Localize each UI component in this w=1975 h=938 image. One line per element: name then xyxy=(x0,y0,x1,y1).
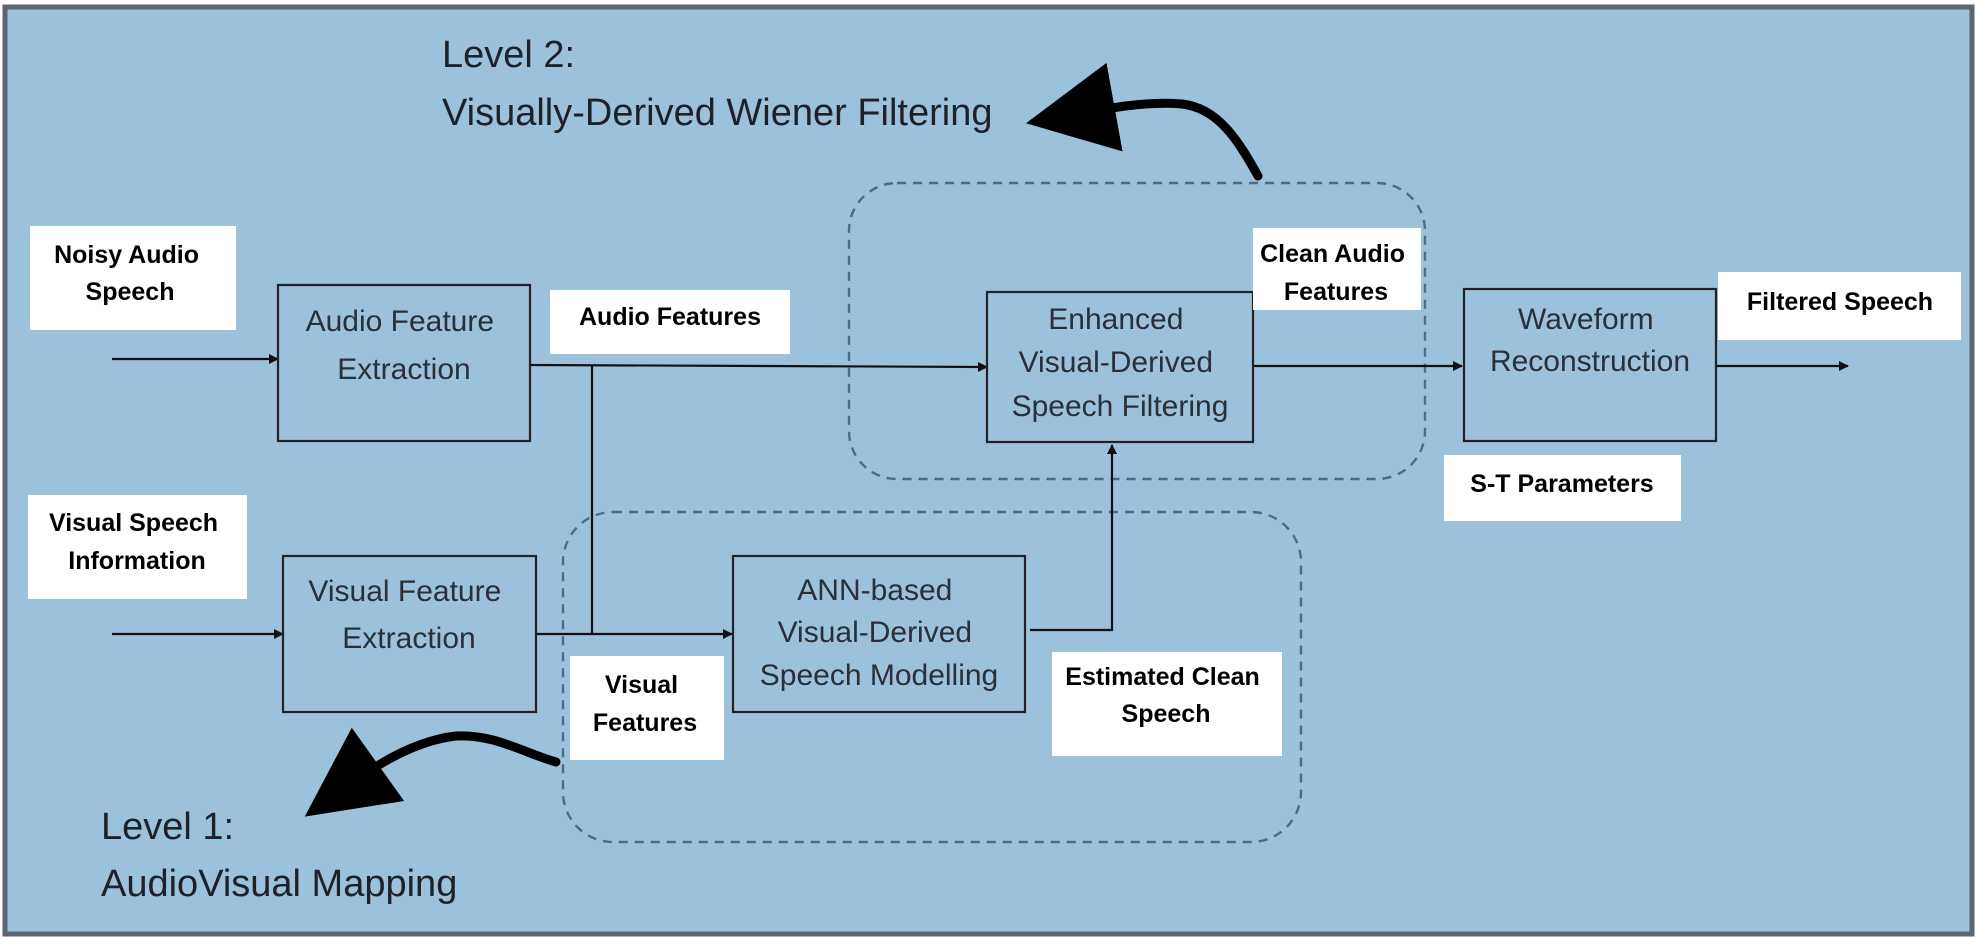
noisy-audio-tag-box xyxy=(30,226,236,330)
level1-curved-arrow xyxy=(304,727,561,817)
estimated-clean-tag-box xyxy=(1052,652,1282,756)
visual-features-tag-box xyxy=(570,656,724,760)
visual-speech-tag: Visual Speech Information xyxy=(49,509,225,575)
st-parameters-tag: S-T Parameters xyxy=(1470,470,1653,498)
clean-audio-tag: Clean Audio Features xyxy=(1260,240,1412,306)
visual-feature-extraction-label: Visual Feature Extraction xyxy=(308,575,509,655)
waveform-reconstruction-label: Waveform Reconstruction xyxy=(1490,303,1690,378)
level2-curved-arrow xyxy=(1026,62,1263,181)
st-parameters-tag-box xyxy=(1444,455,1681,521)
visual-feature-extraction-box xyxy=(281,554,538,714)
audio-feature-extraction-box xyxy=(276,283,532,443)
enhanced-filtering-label: Enhanced Visual-Derived Speech Filtering xyxy=(1012,303,1229,423)
clean-audio-tag-box xyxy=(1253,228,1421,310)
audio-feature-extraction-label: Audio Feature Extraction xyxy=(306,305,503,386)
filtered-speech-tag-box xyxy=(1718,272,1961,340)
filtered-speech-tag: Filtered Speech xyxy=(1747,288,1933,316)
estimated-clean-tag: Estimated Clean Speech xyxy=(1065,663,1266,728)
level1-group-outline xyxy=(561,510,1303,844)
audio-features-tag-box xyxy=(550,290,790,354)
audio-features-tag: Audio Features xyxy=(579,303,761,331)
visual-speech-tag-box xyxy=(28,495,247,599)
noisy-audio-tag: Noisy Audio Speech xyxy=(54,241,206,306)
audio-features-to-filtering-arrow xyxy=(529,361,988,372)
estimated-clean-to-filtering-arrow xyxy=(1030,444,1117,632)
visual-features-tag: Visual Features xyxy=(593,671,697,737)
ann-modelling-box xyxy=(731,554,1027,714)
level2-title: Level 2: Visually-Derived Wiener Filteri… xyxy=(442,34,992,134)
enhanced-filtering-box xyxy=(985,290,1255,444)
waveform-reconstruction-box xyxy=(1462,287,1718,443)
ann-modelling-label: ANN-based Visual-Derived Speech Modellin… xyxy=(760,574,999,692)
level1-title: Level 1: AudioVisual Mapping xyxy=(101,806,457,905)
level2-group-outline xyxy=(847,181,1427,481)
